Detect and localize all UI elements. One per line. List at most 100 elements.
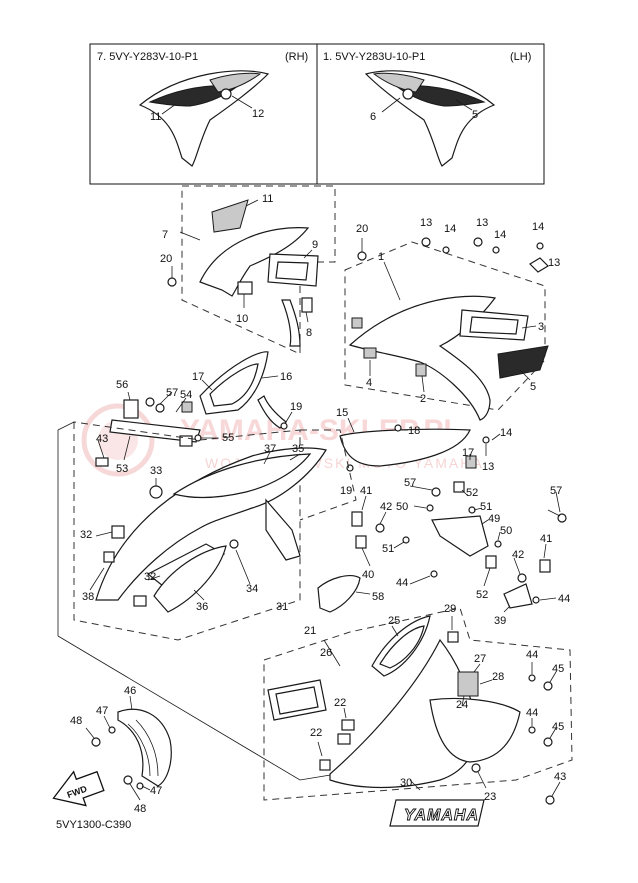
callout-51-right: 51 [480, 501, 492, 513]
rh-cowling-illustration: 11 12 [138, 70, 270, 167]
group-21-outline [263, 607, 573, 801]
callout-50-right: 50 [500, 525, 512, 537]
callout-1: 1 [378, 251, 384, 263]
fastener-cluster-center: 41 42 57 50 51 40 [351, 477, 441, 581]
callout-22-upper: 22 [334, 697, 346, 709]
callout-49: 49 [488, 513, 500, 525]
fwd-arrow: FWD [52, 770, 105, 807]
callout-48-upper: 48 [70, 715, 82, 727]
group-31-outline [73, 421, 301, 641]
callout-18: 18 [408, 425, 420, 437]
callout-9: 9 [312, 239, 318, 251]
callout-5-header: 5 [472, 109, 478, 121]
callout-52-upper: 52 [466, 487, 478, 499]
callout-11-rh: 11 [150, 111, 161, 123]
callout-44-center: 44 [396, 577, 408, 589]
callout-14-a: 14 [444, 223, 456, 235]
callout-54: 54 [180, 389, 192, 401]
callout-57-left: 57 [166, 387, 178, 399]
callout-37: 37 [264, 443, 276, 455]
callout-29: 29 [444, 603, 456, 615]
group-21-lower-cowl: 21 26 25 29 27 28 24 22 22 23 30 [267, 603, 521, 803]
callout-41-left: 41 [360, 485, 372, 497]
callout-2: 2 [420, 393, 426, 405]
callout-24: 24 [456, 699, 468, 711]
callout-28: 28 [492, 671, 504, 683]
callout-10: 10 [236, 313, 248, 325]
inner-panel-15: 15 18 17 13 14 19 [336, 407, 512, 497]
callout-58: 58 [372, 591, 384, 603]
lh-part-number: 1. 5VY-Y283U-10-P1 [323, 51, 425, 63]
callout-48-lower: 48 [134, 803, 146, 815]
callout-20-right: 20 [356, 223, 368, 235]
callout-41-right: 41 [540, 533, 552, 545]
callout-36: 36 [196, 601, 208, 613]
callout-13-a: 13 [420, 217, 432, 229]
callout-38: 38 [82, 591, 94, 603]
callout-13-c: 13 [548, 257, 560, 269]
callout-53: 53 [116, 463, 128, 475]
callout-3: 3 [538, 321, 544, 333]
callout-12: 12 [252, 108, 264, 120]
callout-45-b: 45 [552, 721, 564, 733]
callout-30: 30 [400, 777, 412, 789]
callout-25: 25 [388, 615, 400, 627]
callout-31: 31 [276, 601, 288, 613]
callout-57-right: 57 [550, 485, 562, 497]
callout-57-center: 57 [404, 477, 416, 489]
callout-6: 6 [370, 111, 376, 123]
callout-13-d: 13 [482, 461, 494, 473]
callout-33: 33 [150, 465, 162, 477]
fastener-cluster-right: 57 41 42 44 39 44 [396, 485, 570, 627]
callout-8: 8 [306, 327, 312, 339]
callout-19-lower: 19 [340, 485, 352, 497]
header-panel: 7. 5VY-Y283V-10-P1 (RH) 1. 5VY-Y283U-10-… [89, 43, 545, 185]
fastener-cluster-lower-right: 44 45 44 45 43 [526, 649, 566, 805]
callout-13-b: 13 [476, 217, 488, 229]
callout-7: 7 [162, 229, 168, 241]
callout-51-left: 51 [382, 543, 394, 555]
callout-46: 46 [124, 685, 136, 697]
callout-47-upper: 47 [96, 705, 108, 717]
yamaha-decal-text: YAMAHA [404, 807, 479, 824]
callout-16: 16 [280, 371, 292, 383]
callout-45-a: 45 [552, 663, 564, 675]
callout-14-b: 14 [494, 229, 506, 241]
bracket-49: 52 51 49 50 52 [431, 481, 512, 601]
callout-21: 21 [304, 625, 316, 637]
callout-42-left: 42 [380, 501, 392, 513]
group-1-lh-upper: 20 1 13 14 13 14 14 13 3 4 2 5 [348, 217, 560, 421]
diagram-code: 5VY1300-C390 [56, 819, 131, 831]
callout-34: 34 [246, 583, 258, 595]
callout-32-upper: 32 [80, 529, 92, 541]
callout-17-right: 17 [462, 447, 474, 459]
callout-4: 4 [366, 377, 372, 389]
piece-58: 58 [317, 575, 384, 613]
yamaha-decal: YAMAHA [389, 799, 485, 827]
callout-44-right-top: 44 [558, 593, 570, 605]
callout-44-lower-b: 44 [526, 707, 538, 719]
callout-40: 40 [362, 569, 374, 581]
callout-14-d: 14 [500, 427, 512, 439]
callout-17-left: 17 [192, 371, 204, 383]
callout-27: 27 [474, 653, 486, 665]
callout-14-c: 14 [532, 221, 544, 233]
callout-15: 15 [336, 407, 348, 419]
callout-56: 56 [116, 379, 128, 391]
callout-19-upper: 19 [290, 401, 302, 413]
group-7-rh-upper: 7 11 9 20 10 8 [160, 193, 319, 347]
callout-26: 26 [320, 647, 332, 659]
callout-55: 55 [222, 432, 234, 444]
rh-side-label: (RH) [285, 51, 308, 63]
callout-20-left: 20 [160, 253, 172, 265]
callout-35: 35 [292, 443, 304, 455]
callout-44-lower-a: 44 [526, 649, 538, 661]
rh-part-number: 7. 5VY-Y283V-10-P1 [97, 51, 198, 63]
callout-32-lower: 32 [144, 571, 156, 583]
lh-cowling-illustration: 6 5 [364, 70, 496, 167]
callout-5: 5 [530, 381, 536, 393]
bracket-46: 46 47 48 47 48 [70, 685, 172, 815]
connector-line-vertical [57, 421, 75, 636]
